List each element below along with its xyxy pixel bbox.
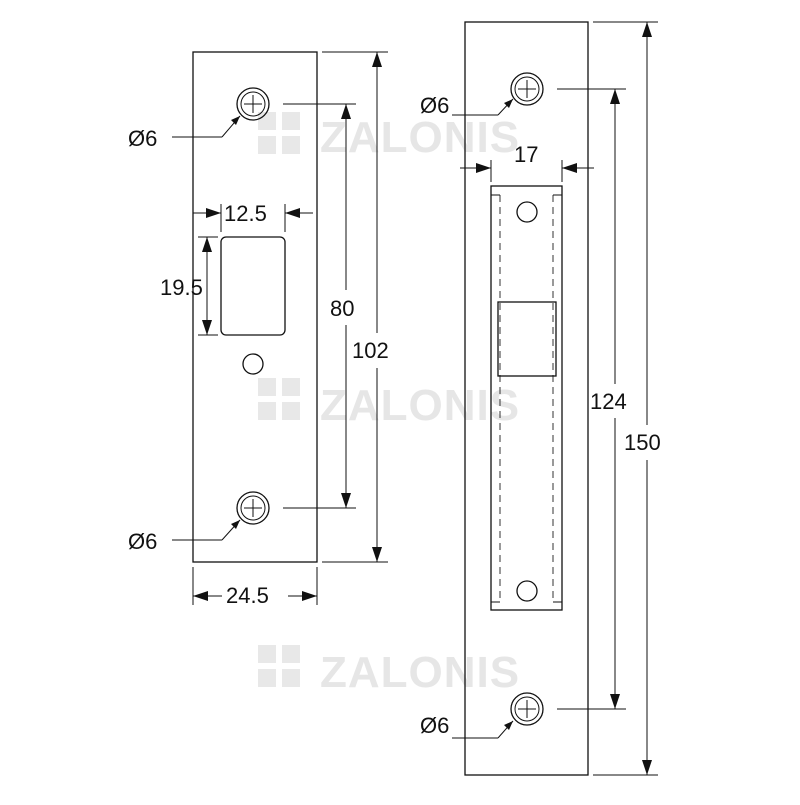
leader-arrow xyxy=(231,520,240,529)
right-hole-label-top: Ø6 xyxy=(420,93,449,118)
leader-arrow xyxy=(231,116,240,125)
right-bottom-screw-icon xyxy=(510,692,544,726)
watermark-logo-icon xyxy=(258,378,300,420)
dim-left-plate-width: 24.5 xyxy=(226,583,269,608)
right-plate-outline xyxy=(464,21,589,776)
right-top-screw-icon xyxy=(510,72,544,106)
right-plate: Ø6 Ø6 17 124 150 xyxy=(420,21,661,776)
left-top-screw-icon xyxy=(236,87,270,121)
watermark-text: ZALONIS xyxy=(320,113,520,162)
watermark-bottom: ZALONIS xyxy=(258,645,520,697)
dim-right-inner-width: 17 xyxy=(514,142,538,167)
left-hole-label-top: Ø6 xyxy=(128,126,157,151)
left-small-hole xyxy=(242,353,264,375)
watermark-text: ZALONIS xyxy=(320,648,520,697)
watermark-top: ZALONIS xyxy=(258,112,520,162)
left-latch-slot xyxy=(220,236,286,336)
watermark-logo-icon xyxy=(258,645,300,687)
left-bottom-screw-icon xyxy=(236,491,270,525)
dim-left-total-length: 102 xyxy=(352,338,389,363)
right-latch-slot xyxy=(497,301,557,377)
left-plate: Ø6 Ø6 12.5 19.5 80 102 xyxy=(128,51,389,608)
dim-right-total-length: 150 xyxy=(624,430,661,455)
dim-slot-width: 12.5 xyxy=(224,201,267,226)
right-keeper-body xyxy=(490,185,563,611)
right-hole-label-bottom: Ø6 xyxy=(420,713,449,738)
left-plate-outline xyxy=(192,51,318,563)
watermark-logo-icon xyxy=(258,112,300,154)
right-keeper-hole-bottom xyxy=(516,580,538,602)
left-hole-label-bottom: Ø6 xyxy=(128,529,157,554)
right-keeper-hole-top xyxy=(516,201,538,223)
watermark-text: ZALONIS xyxy=(320,381,520,430)
watermark-middle: ZALONIS xyxy=(258,378,520,430)
dim-right-hole-spacing: 124 xyxy=(590,389,627,414)
dim-slot-height: 19.5 xyxy=(160,275,203,300)
dim-left-hole-spacing: 80 xyxy=(330,296,354,321)
